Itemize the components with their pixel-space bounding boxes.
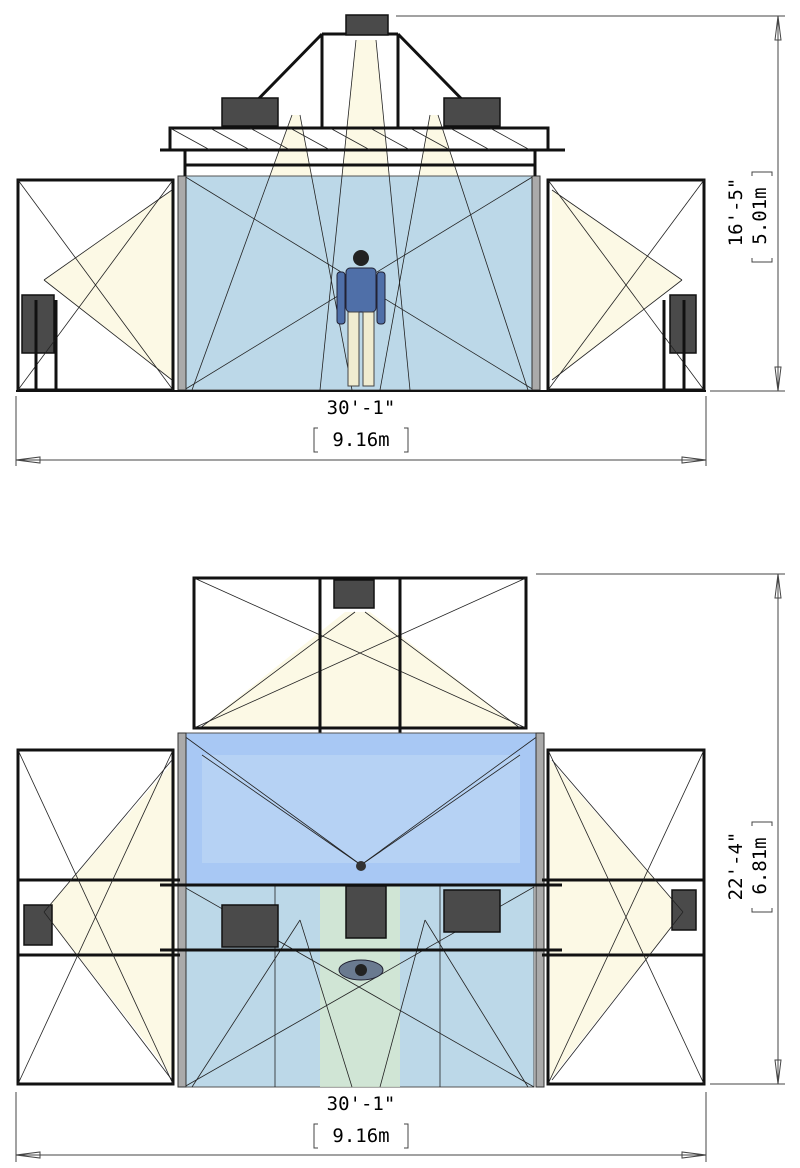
top-width-dimension <box>15 1092 707 1162</box>
front-elevation-view: 30'-1" 9.16m 16'-5" 5.01m <box>15 14 785 466</box>
top-depth-dimension <box>536 573 785 1085</box>
projector-icon <box>21 294 55 354</box>
top-screen-post-left <box>177 732 187 1088</box>
person-icon <box>338 959 384 981</box>
top-depth-imperial: 22'-4" <box>725 832 747 901</box>
top-width-metric: 9.16m <box>332 1125 389 1147</box>
front-right-cube <box>546 178 706 392</box>
person-icon <box>336 250 386 387</box>
front-width-metric: 9.16m <box>332 429 389 451</box>
projector-icon <box>345 885 387 939</box>
projector-icon <box>671 889 697 931</box>
projector-icon <box>221 904 279 948</box>
projector-icon <box>345 14 389 36</box>
projector-icon <box>221 97 279 127</box>
projector-icon <box>443 97 501 127</box>
front-top-truss <box>160 126 565 176</box>
projector-icon <box>443 889 501 933</box>
top-plan-view: 30'-1" 9.16m 22'-4" 6.81m <box>15 573 785 1162</box>
top-depth-metric: 6.81m <box>749 837 771 894</box>
front-screen-post-right <box>531 175 541 391</box>
front-width-imperial: 30'-1" <box>327 397 396 419</box>
front-height-imperial: 16'-5" <box>725 178 747 247</box>
top-right-cube <box>546 748 706 1086</box>
front-width-dimension <box>15 396 707 466</box>
top-screen-post-right <box>535 732 545 1088</box>
top-wall-screen-center-node <box>356 861 366 871</box>
front-screen-post-left <box>177 175 187 391</box>
top-wall-screen-inner <box>202 755 520 863</box>
top-width-imperial: 30'-1" <box>327 1093 396 1115</box>
front-height-dimension <box>396 15 785 392</box>
front-height-metric: 5.01m <box>749 187 771 244</box>
front-left-cube <box>16 178 175 392</box>
projector-icon <box>23 904 53 946</box>
top-wall-screen-lines <box>179 732 543 866</box>
projector-icon <box>333 579 375 609</box>
top-left-cube <box>16 748 175 1086</box>
